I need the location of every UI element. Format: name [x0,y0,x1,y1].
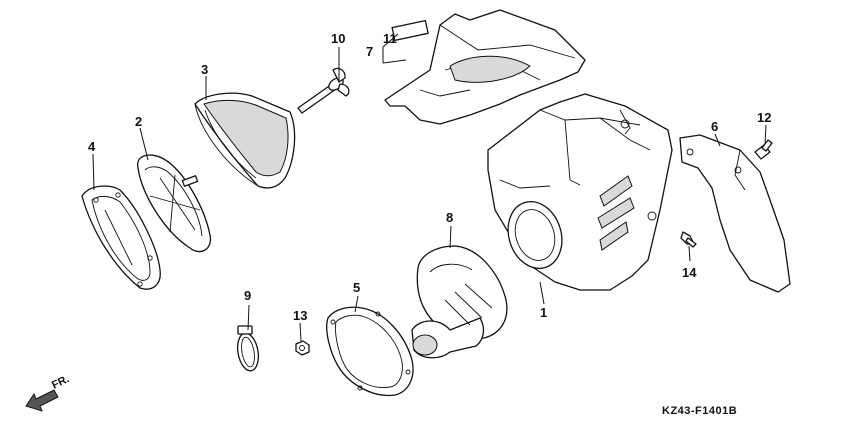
air-box-gasket-part-4 [81,185,161,290]
callout-10: 10 [331,31,345,46]
front-direction-arrow-icon [25,389,59,412]
nut-part-13 [295,340,310,356]
callout-11: 11 [383,31,397,46]
callout-6: 6 [711,119,718,134]
connecting-tube-part-8 [411,245,508,359]
filter-holder-part-2 [137,154,212,253]
callout-3: 3 [201,62,208,77]
leader-lines [92,33,767,342]
bolt-part-12 [754,139,773,160]
side-plate-part-6 [679,134,791,293]
front-direction-indicator: FR. [25,373,71,412]
direction-label: FR. [50,373,71,392]
air-filter-element-part-3 [194,92,296,189]
callout-4: 4 [88,139,96,154]
callout-12: 12 [757,110,771,125]
callout-8: 8 [446,210,453,225]
air-box-cover-part-7 [384,9,586,125]
figure-code: KZ43-F1401B [662,405,737,417]
callout-13: 13 [293,308,307,323]
callout-9: 9 [244,288,251,303]
callout-5: 5 [353,280,360,295]
callout-2: 2 [135,114,142,129]
gasket-part-5 [326,306,414,397]
bolt-part-14 [680,231,697,248]
band-clamp-part-9 [236,325,260,372]
callout-numbers: 1 2 3 4 5 6 7 8 9 10 11 12 13 14 [88,31,771,323]
callout-7: 7 [366,44,373,59]
callout-1: 1 [540,305,547,320]
callout-14: 14 [682,265,697,280]
air-cleaner-case-part-1 [487,93,673,291]
wing-bolt-part-10 [297,67,350,114]
